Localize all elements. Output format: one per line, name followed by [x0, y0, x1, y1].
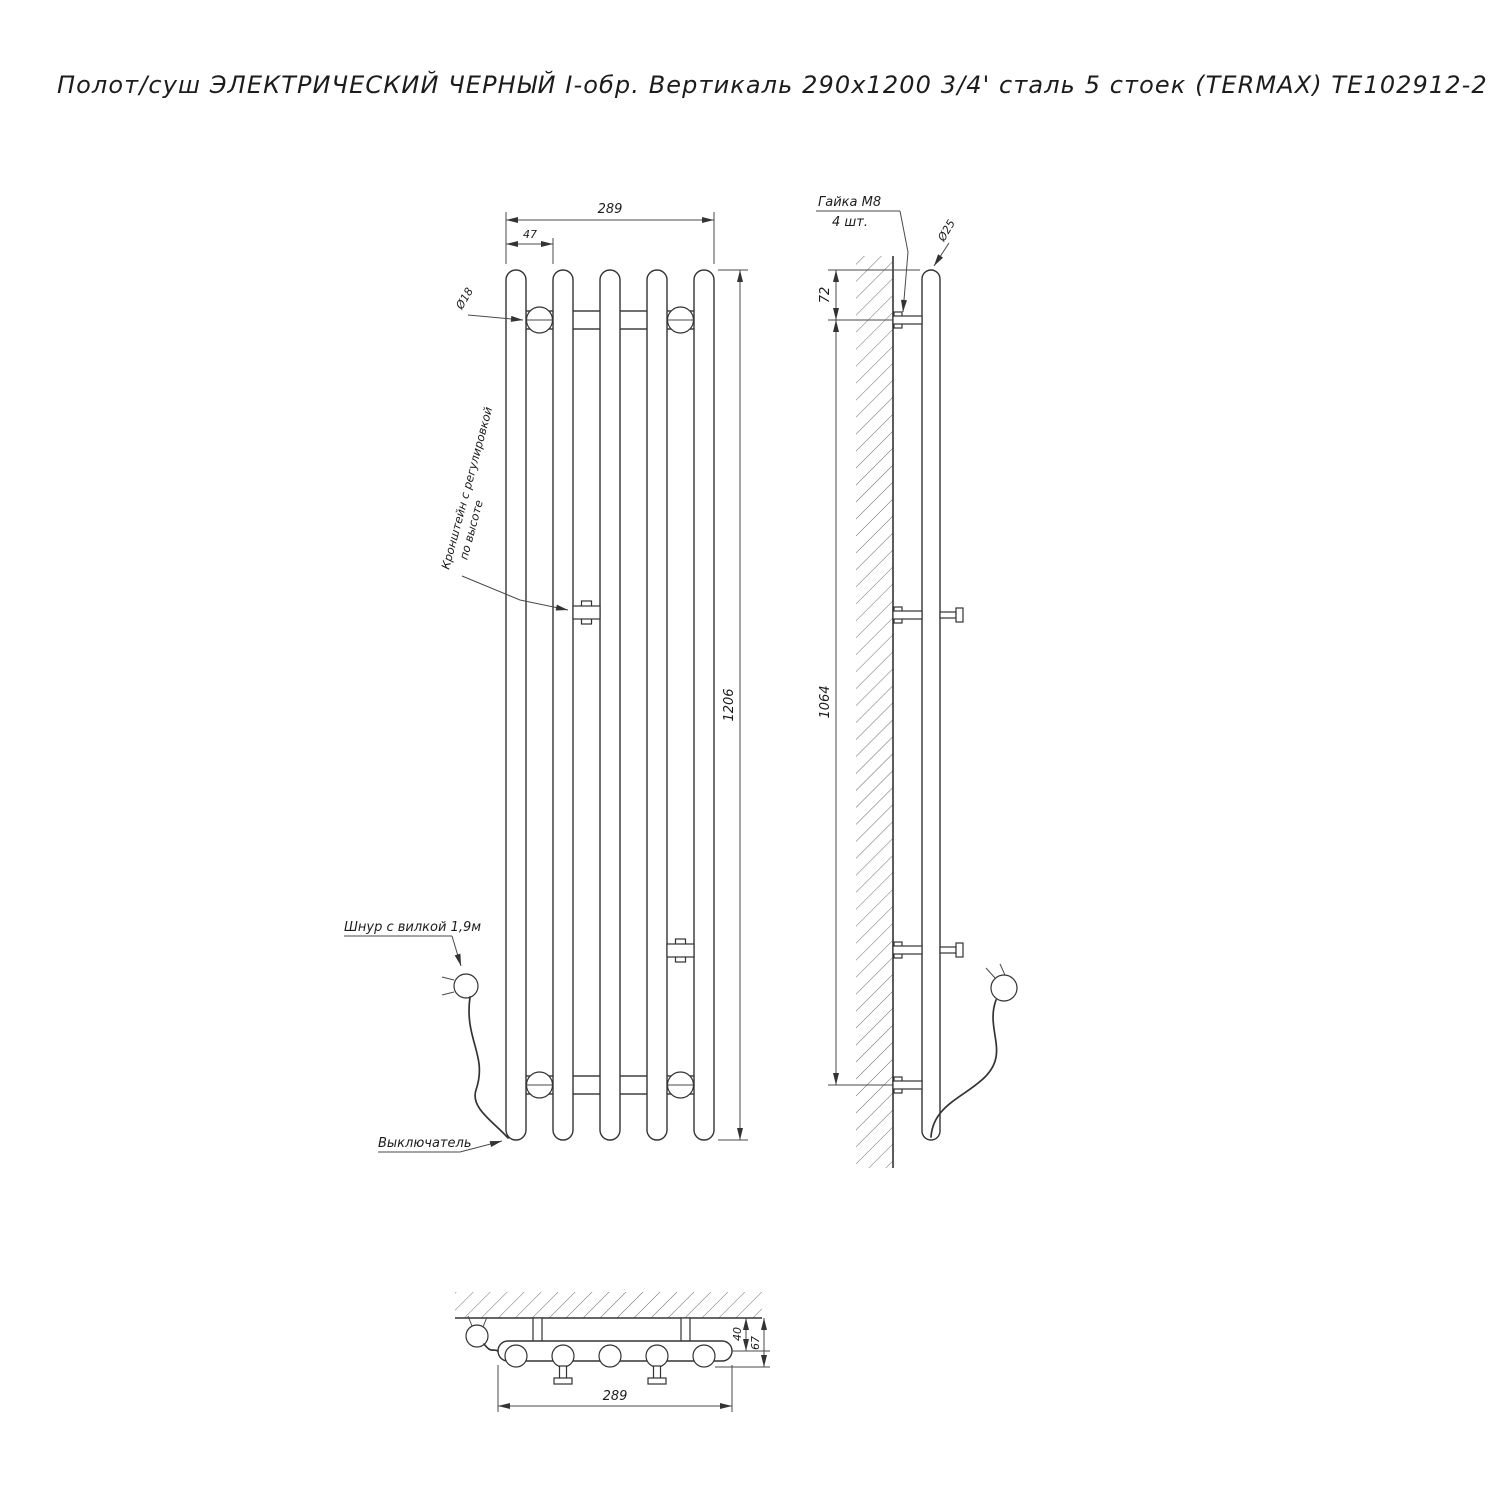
- side-bracket-upper-mid: [892, 606, 964, 624]
- front-cord-label: Шнур с вилкой 1,9м: [344, 920, 481, 935]
- front-bracket-lower: [666, 938, 695, 963]
- bottom-hook-left: [553, 1365, 573, 1385]
- front-dim-cap-diameter-label: Ø18: [453, 285, 476, 312]
- bottom-tube-ends: [504, 1344, 716, 1368]
- front-tube-2: [552, 269, 574, 1141]
- bottom-dim-wall-to-axis-label: 40: [731, 1327, 744, 1341]
- side-bracket-bottom: [892, 1076, 923, 1094]
- bottom-connector-right: [680, 1317, 691, 1343]
- front-tube-5: [693, 269, 715, 1141]
- front-bracket-upper: [572, 600, 601, 625]
- side-dim-top-offset-label: 72: [818, 287, 833, 304]
- front-dim-height: 1206: [718, 269, 748, 1141]
- front-tube-4: [646, 269, 668, 1141]
- drawing-title: Полот/суш ЭЛЕКТРИЧЕСКИЙ ЧЕРНЫЙ I-обр. Ве…: [57, 70, 1488, 99]
- side-nut-callout: Гайка М8 4 шт.: [816, 195, 909, 313]
- side-bracket-top: [892, 311, 923, 329]
- front-plug: [441, 973, 509, 1139]
- bottom-plug: [465, 1315, 499, 1352]
- front-tube-3: [599, 269, 621, 1141]
- side-nut-label-line2: 4 шт.: [832, 215, 868, 230]
- bottom-hook-right: [647, 1365, 667, 1385]
- bottom-connector-left: [532, 1317, 543, 1343]
- bottom-cord: [483, 1343, 499, 1352]
- side-wall-hatch: [856, 256, 893, 1168]
- front-rail-caps: [525, 306, 695, 1099]
- bottom-dim-width-label: 289: [603, 1389, 628, 1404]
- front-tube-1: [505, 269, 527, 1141]
- side-dim-bracket-span-label: 1064: [818, 685, 833, 718]
- front-dim-pitch: 47: [506, 228, 554, 264]
- side-dim-tube-diameter-label: Ø25: [935, 217, 958, 244]
- front-bracket-callout: Кронштейн с регулировкой по высоте: [438, 405, 569, 611]
- front-dim-height-label: 1206: [722, 688, 737, 721]
- side-plug: [930, 963, 1018, 1138]
- front-switch-label: Выключатель: [378, 1136, 471, 1151]
- side-bracket-lower-mid: [892, 941, 964, 959]
- bottom-dim-depth-label: 67: [749, 1336, 762, 1350]
- front-cord-callout: Шнур с вилкой 1,9м: [344, 920, 481, 967]
- front-dim-pitch-label: 47: [523, 228, 537, 241]
- front-dim-width-label: 289: [598, 202, 623, 217]
- side-cord: [930, 999, 998, 1138]
- side-dim-tube-diameter: Ø25: [933, 217, 958, 267]
- front-switch-callout: Выключатель: [378, 1136, 503, 1153]
- bottom-view: 40 67 289: [455, 1292, 770, 1412]
- side-view: Гайка М8 4 шт. Ø25 72 1064: [816, 195, 1018, 1168]
- bottom-wall-hatch: [455, 1292, 762, 1318]
- side-dims-left: 72 1064: [818, 269, 920, 1086]
- bottom-dims-depth: 40 67: [715, 1318, 770, 1368]
- front-cord: [468, 996, 509, 1139]
- front-view: 289 47 Ø18 1206 Кронштейн с регулировкой: [344, 202, 748, 1153]
- front-dim-width: 289: [505, 202, 715, 264]
- side-nut-label-line1: Гайка М8: [818, 195, 881, 210]
- bottom-dim-width: 289: [497, 1365, 733, 1412]
- side-tube: [921, 269, 941, 1141]
